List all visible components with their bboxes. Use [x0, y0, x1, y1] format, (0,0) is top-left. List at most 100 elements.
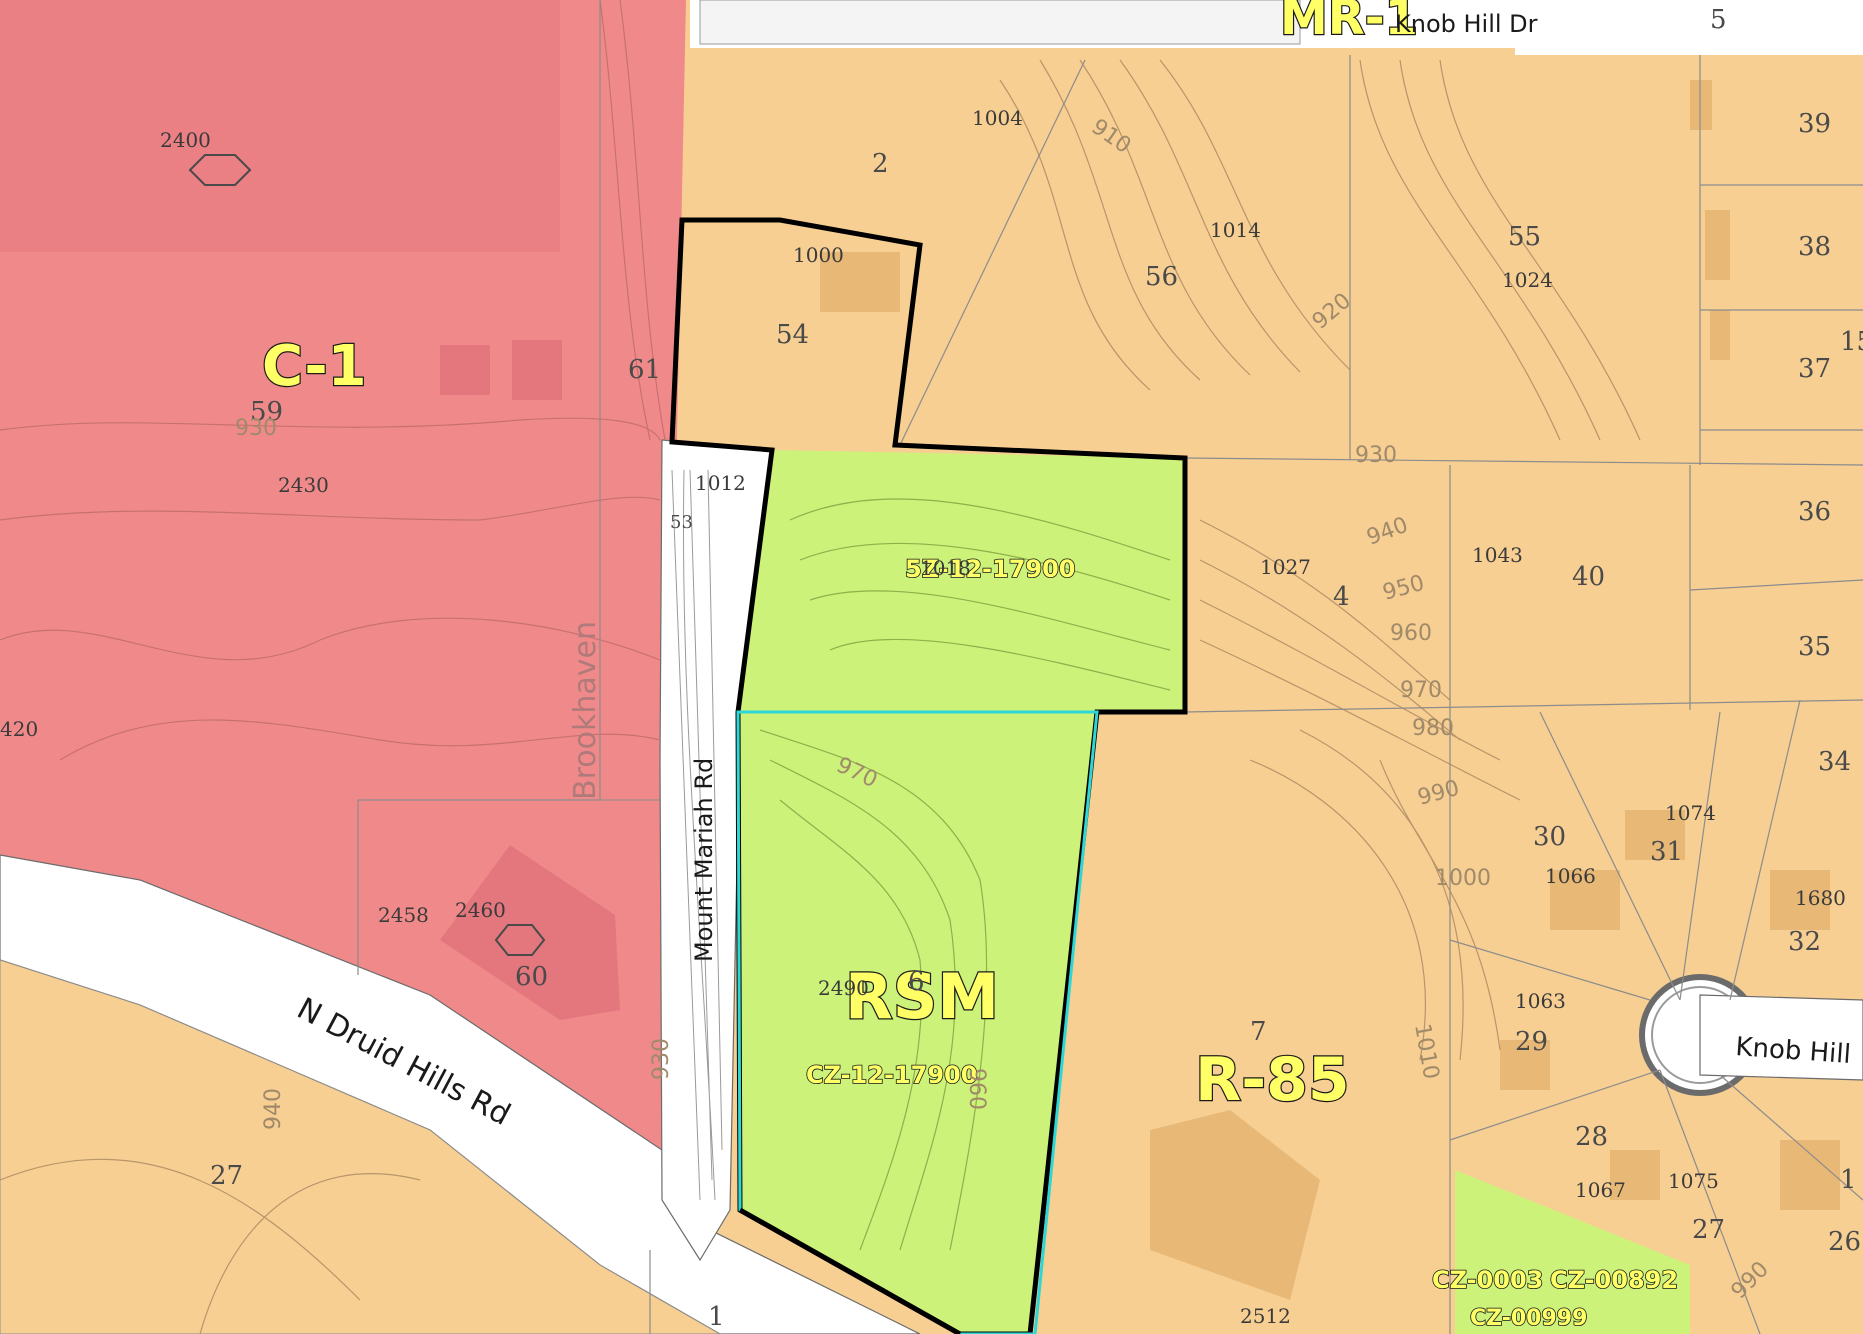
address-number: 1012: [695, 471, 746, 495]
subject-parcel-outline[interactable]: [669, 217, 1188, 1334]
c1-small-building: [440, 345, 490, 395]
contour-label: 930: [1355, 443, 1397, 468]
lot-number: 39: [1798, 109, 1831, 139]
lot-number: 59: [250, 397, 283, 427]
zone-label-mr1: MR-1: [1280, 0, 1418, 46]
address-number: 2400: [160, 128, 211, 152]
lot-number: 5: [1710, 5, 1727, 35]
lot-number: 32: [1788, 927, 1821, 957]
zone-label-c1: C-1: [262, 334, 367, 399]
address-number: 1067: [1575, 1178, 1626, 1202]
lot-number: 56: [1145, 262, 1178, 292]
address-number: 1063: [1515, 989, 1566, 1013]
lot-number: 38: [1798, 232, 1831, 262]
lot-number: 61: [628, 355, 661, 385]
address-number: 1075: [1668, 1169, 1719, 1193]
lot-number: 26: [1828, 1227, 1861, 1257]
building: [1780, 1140, 1840, 1210]
building: [1705, 210, 1730, 280]
building-2512: [1150, 1110, 1320, 1300]
contour-label: 930: [649, 1038, 674, 1080]
hexagon-marker-2460[interactable]: [494, 924, 546, 956]
address-number: 1043: [1472, 543, 1523, 567]
lot-number: 40: [1572, 562, 1605, 592]
building: [820, 252, 900, 312]
lot-number: 36: [1798, 497, 1831, 527]
address-number: 1018: [920, 556, 971, 580]
lot-number: 54: [776, 320, 809, 350]
lot-number: 27: [210, 1161, 243, 1191]
road-label-brookhaven[interactable]: Brookhaven: [568, 621, 603, 800]
lot-number: 15: [1840, 327, 1863, 357]
lower-left-residential: [0, 959, 722, 1334]
address-number: 1680: [1795, 886, 1846, 910]
case-label-overlap: 5Z-12-17900: [905, 555, 1076, 583]
case-label-cz-00999: CZ-00999: [1470, 1306, 1587, 1331]
contour-lines: [0, 0, 1641, 1334]
lot-number: 30: [1533, 822, 1566, 852]
c1-small-building-2: [512, 340, 562, 400]
building: [1500, 1040, 1550, 1090]
lot-number: 37: [1798, 354, 1831, 384]
lot-numbers: 2 54 56 55 39 38 37 36 35 34 40 4 30 31 …: [210, 5, 1863, 1332]
lot-number: 53: [670, 512, 693, 533]
building: [1690, 80, 1712, 130]
address-number: 2490: [818, 976, 869, 1000]
mount-mariah-hatch: [671, 469, 723, 1201]
lot-number: 28: [1575, 1122, 1608, 1152]
green-zone-bottom-right: [1455, 1170, 1690, 1334]
road-label-mount-mariah[interactable]: Mount Mariah Rd: [690, 758, 718, 962]
contour-label: 940: [261, 1088, 286, 1130]
contour-label: 930: [235, 416, 277, 441]
address-number: 2458: [378, 903, 429, 927]
address-numbers: 1004 1000 1014 1024 1012 1027 1043 1074 …: [0, 106, 1846, 1328]
lot-number: 2: [872, 149, 889, 179]
case-label-cz-00892: CZ-00892: [1550, 1266, 1678, 1294]
case-label-cz-12-17900: CZ-12-17900: [806, 1061, 977, 1089]
rsm-zone-upper: [738, 450, 1185, 712]
subject-bottom-edge: [738, 1207, 962, 1334]
building: [1550, 870, 1620, 930]
address-number: 420: [0, 717, 38, 741]
parcel-lines: [357, 0, 1863, 1334]
lot-number: 6: [908, 967, 925, 997]
address-number: 1014: [1210, 218, 1261, 242]
contour-label: 970: [1400, 678, 1442, 703]
address-number: 2460: [455, 898, 506, 922]
case-label-cz-0003: CZ-0003: [1432, 1266, 1543, 1294]
lot-number: 35: [1798, 632, 1831, 662]
contour-label: 1000: [1435, 866, 1491, 891]
rsm-zone-lower: [738, 712, 1097, 1334]
lot-number: 29: [1515, 1027, 1548, 1057]
address-number: 2512: [1240, 1304, 1291, 1328]
road-label-knob-hill-top[interactable]: Knob Hill Dr: [1395, 10, 1538, 38]
lot-number: 34: [1818, 747, 1851, 777]
c1-building-top: [0, 0, 560, 252]
lot-number: 27: [1692, 1215, 1725, 1245]
contour-label: 960: [1390, 621, 1432, 646]
address-number: 1024: [1502, 268, 1553, 292]
rezoning-outline-cyan[interactable]: [736, 710, 1099, 1334]
building: [1770, 870, 1830, 930]
c1-building-2460: [440, 845, 620, 1020]
lot-number: 1: [708, 1302, 725, 1332]
lot-number: 1: [1840, 1165, 1857, 1195]
address-number: 1074: [1665, 801, 1716, 825]
address-number: 2430: [278, 473, 329, 497]
address-number: 1004: [972, 106, 1023, 130]
knob-hill-road-right[interactable]: [1699, 994, 1863, 1081]
lot-number: 60: [515, 962, 548, 992]
lot-number: 31: [1650, 837, 1683, 867]
zone-label-rsm: RSM: [845, 960, 999, 1033]
zone-label-r85: R-85: [1195, 1045, 1350, 1115]
building: [1710, 310, 1730, 360]
lot-number: 55: [1508, 222, 1541, 252]
address-number: 1000: [793, 243, 844, 267]
hexagon-marker-2400[interactable]: [188, 154, 252, 186]
address-number: 1066: [1545, 864, 1596, 888]
building: [1610, 1150, 1660, 1200]
contour-label: 960: [964, 1068, 989, 1110]
address-number: 1027: [1260, 555, 1311, 579]
building: [1625, 810, 1685, 860]
